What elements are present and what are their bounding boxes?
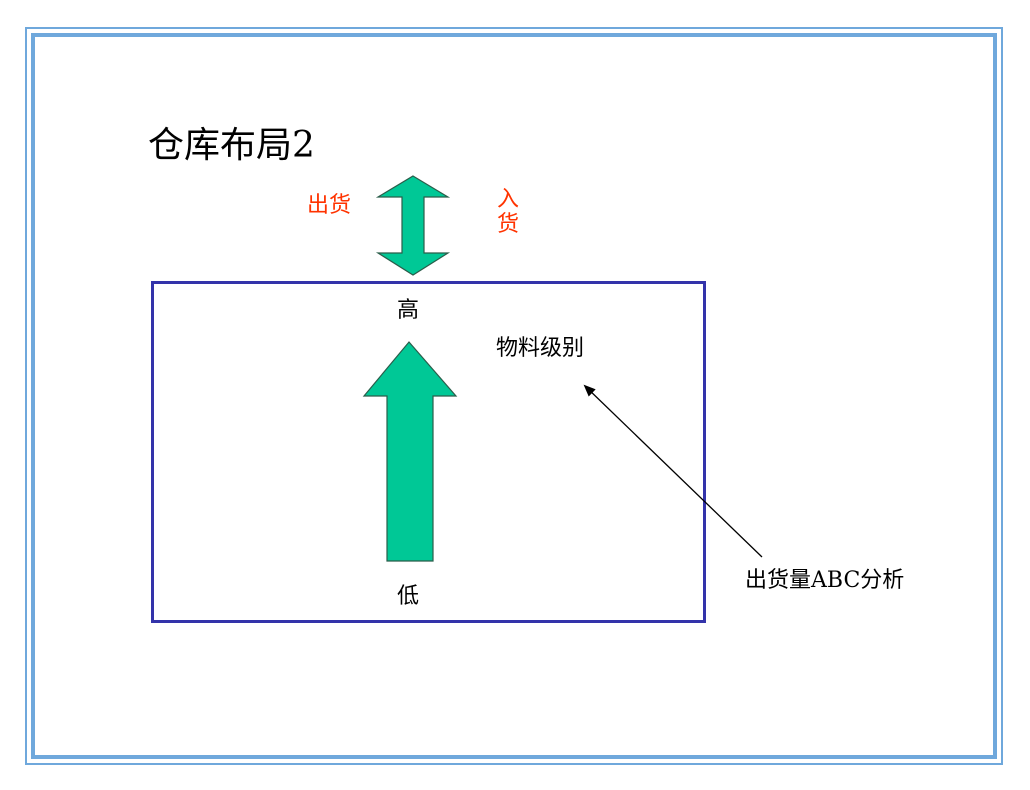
double-vertical-arrow-icon bbox=[375, 175, 451, 276]
material-level-label: 物料级别 bbox=[496, 336, 585, 361]
slide-frame-outer bbox=[25, 27, 1003, 765]
inbound-label: 入货 bbox=[497, 187, 520, 238]
outbound-label: 出货 bbox=[307, 193, 352, 218]
low-label: 低 bbox=[397, 584, 420, 609]
slide-title: 仓库布局2 bbox=[148, 125, 315, 166]
slide-frame-inner bbox=[31, 33, 997, 759]
up-arrow-icon bbox=[362, 341, 458, 562]
pointer-line-icon bbox=[583, 384, 763, 558]
high-label: 高 bbox=[397, 298, 420, 323]
abc-analysis-label: 出货量ABC分析 bbox=[745, 568, 905, 593]
storage-area-box bbox=[151, 281, 706, 623]
